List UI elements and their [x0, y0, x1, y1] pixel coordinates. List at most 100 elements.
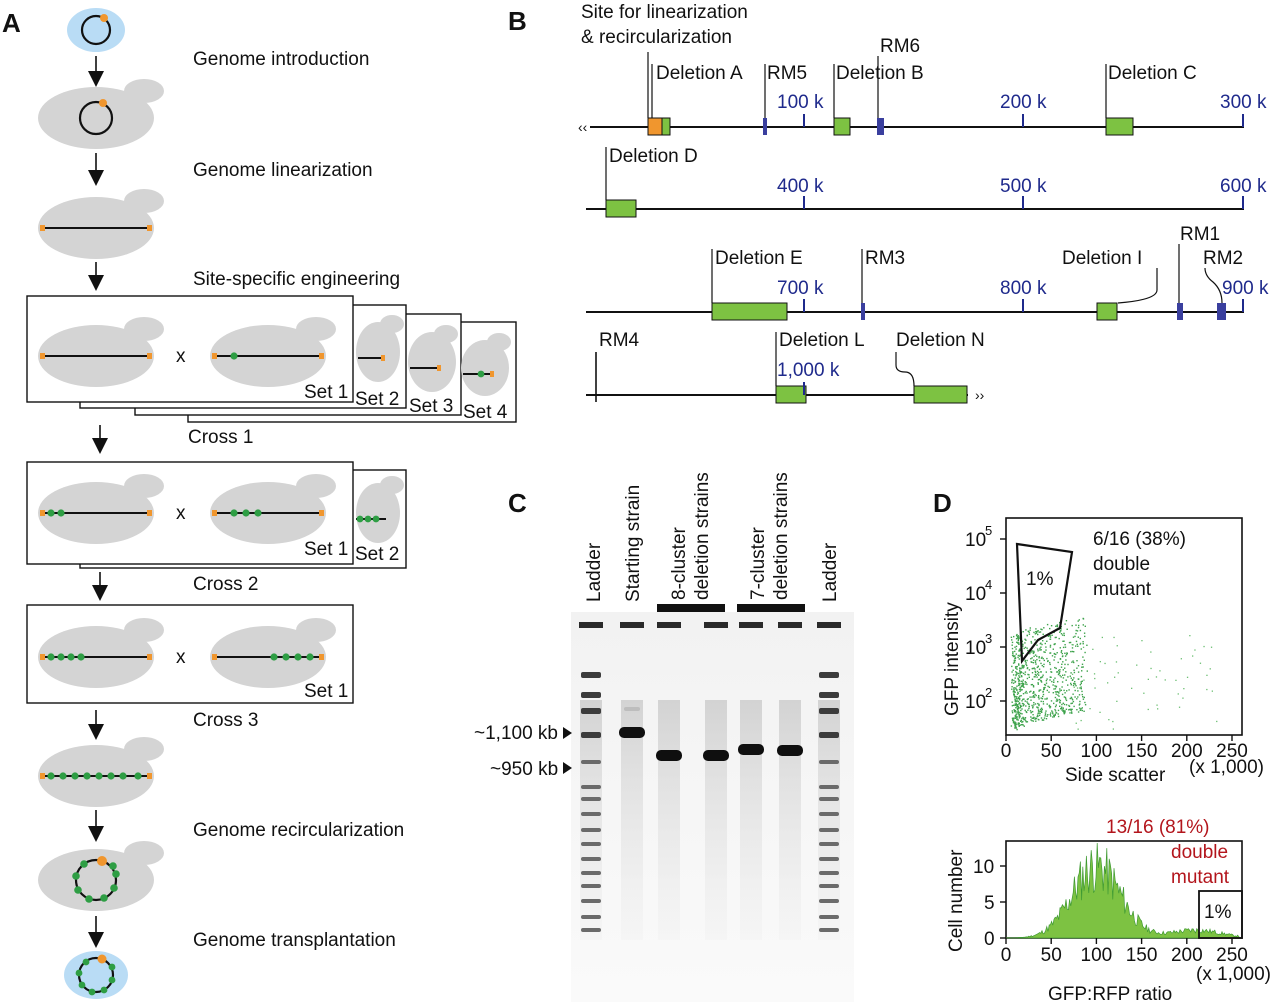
ladder-band — [581, 797, 601, 801]
y-tick-exp: 3 — [985, 631, 992, 646]
scatter-point — [1015, 703, 1017, 705]
scatter-point — [1052, 684, 1054, 686]
scatter-point — [1049, 663, 1051, 666]
scatter-point — [1016, 698, 1018, 700]
scatter-point — [1021, 700, 1023, 702]
scatter-point — [1065, 620, 1068, 622]
scatter-point — [1017, 704, 1019, 706]
tick-label: 800 k — [1000, 278, 1047, 299]
scatter-point — [1013, 723, 1016, 725]
scatter-point — [1082, 641, 1084, 643]
tick-label: 400 k — [777, 176, 824, 197]
scatter-point — [1066, 628, 1068, 630]
scatter-point — [1040, 646, 1042, 648]
scatter-point — [1036, 715, 1038, 718]
y-tick: 10 — [973, 857, 994, 878]
scatter-point — [1086, 670, 1088, 672]
ladder-band — [581, 812, 601, 816]
scatter-point — [1015, 674, 1017, 677]
scatter-point — [1029, 629, 1031, 631]
scatter-point — [1183, 688, 1185, 690]
scatter-point — [1038, 719, 1040, 721]
scatter-point — [1055, 693, 1057, 695]
scatter-point — [1030, 661, 1032, 663]
scatter-point — [1037, 682, 1039, 684]
scatter-point — [1046, 640, 1048, 642]
scatter-point — [1046, 657, 1048, 660]
scatter-point — [1026, 683, 1028, 686]
scatter-point — [1022, 698, 1024, 701]
scatter-point — [1046, 678, 1048, 680]
scatter-point — [1032, 652, 1035, 655]
scatter-point — [1051, 680, 1053, 683]
gel-well — [739, 622, 763, 628]
scatter-point — [1068, 709, 1070, 711]
scatter-point — [1018, 663, 1020, 665]
scatter-point — [1054, 696, 1057, 699]
scatter-point — [1068, 705, 1071, 707]
scatter-point — [1084, 635, 1086, 638]
scatter-point — [1036, 714, 1039, 716]
scatter-point — [1074, 683, 1077, 685]
scatter-point — [1035, 674, 1037, 676]
lane-label: deletion strains — [692, 472, 713, 600]
scatter-point — [1084, 701, 1086, 704]
scatter-point — [1048, 634, 1051, 637]
ladder-band — [819, 692, 839, 698]
scatter-point — [1038, 674, 1040, 676]
scatter-point — [1028, 707, 1030, 710]
panel-b: B Site for linearization & recirculariza… — [508, 2, 1269, 404]
scatter-point — [1054, 688, 1057, 690]
gate-polygon — [1015, 542, 1074, 665]
scatter-point — [1081, 666, 1083, 668]
gel-smear — [705, 700, 727, 940]
ladder-band — [581, 732, 601, 738]
scatter-point — [1019, 673, 1021, 675]
scatter-point — [1026, 634, 1028, 637]
scatter-point — [1064, 696, 1067, 699]
scatter-point — [1024, 692, 1026, 694]
scatter-point — [1038, 714, 1041, 717]
scatter-point — [1046, 715, 1048, 717]
scatter-point — [1079, 684, 1082, 686]
scatter-point — [1017, 654, 1019, 657]
scatter-point — [1052, 716, 1054, 718]
scatter-point — [1022, 720, 1024, 723]
scatter-point — [1032, 685, 1035, 687]
scatter-point — [1034, 693, 1036, 696]
scatter-point — [1036, 706, 1038, 708]
scatter-point — [1075, 722, 1077, 724]
scatter-point — [1039, 710, 1041, 713]
scatter-point — [1056, 700, 1059, 702]
scatter-point — [1028, 674, 1030, 676]
scatter-point — [1034, 668, 1036, 670]
scatter-point — [1033, 692, 1035, 694]
scatter-point — [1041, 643, 1043, 646]
ladder-band — [819, 828, 839, 832]
scatter-point — [1056, 671, 1058, 673]
scatter-point — [1030, 690, 1032, 692]
scatter-point — [1019, 672, 1021, 674]
cross-sign: x — [176, 503, 186, 524]
scatter-point — [1057, 713, 1059, 715]
scatter-point — [1056, 691, 1058, 693]
feature-label: Deletion C — [1108, 63, 1197, 84]
scatter-point — [1021, 713, 1023, 715]
x-tick: 150 — [1126, 741, 1158, 762]
scatter-point — [1041, 676, 1044, 678]
scatter-point — [1077, 690, 1079, 692]
scatter-point — [1027, 630, 1029, 632]
marker-arrow — [563, 762, 572, 774]
scatter-point — [1065, 671, 1067, 673]
scatter-point — [1177, 693, 1179, 695]
set-label: Set 4 — [463, 402, 508, 423]
scatter-point — [1037, 630, 1039, 632]
scatter-point — [1028, 676, 1030, 678]
feature-label: Deletion L — [779, 330, 865, 351]
scatter-point — [1050, 625, 1053, 627]
scatter-point — [1082, 618, 1085, 620]
scatter-point — [1182, 697, 1184, 699]
scatter-point — [1022, 705, 1025, 707]
scatter-point — [1060, 707, 1062, 709]
scatter-point — [1053, 714, 1055, 717]
